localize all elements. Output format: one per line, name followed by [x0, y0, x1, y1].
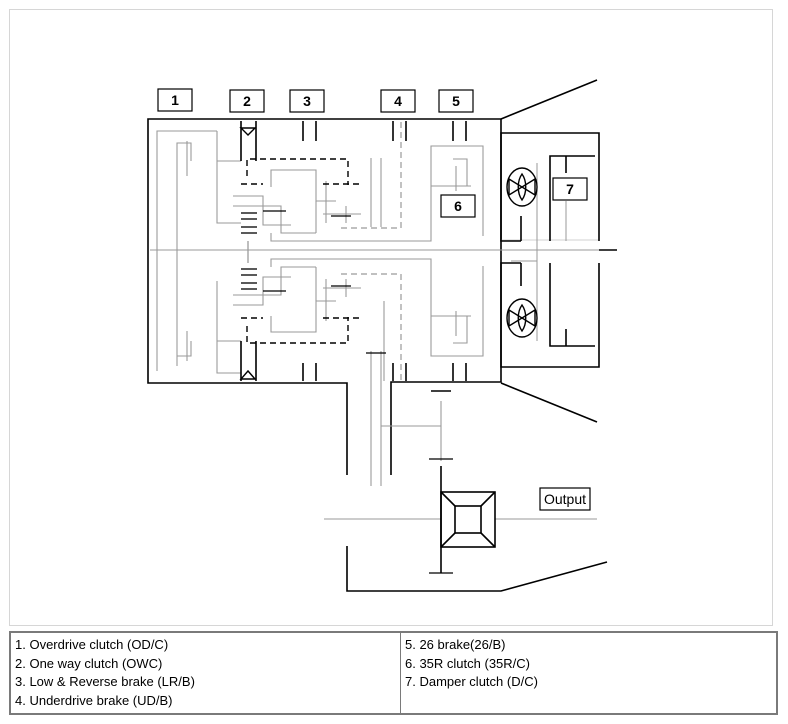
- callout-1: 1: [157, 88, 193, 112]
- legend-item-udb: 4. Underdrive brake (UD/B): [15, 692, 173, 708]
- legend-item-35rc: 6. 35R clutch (35R/C): [405, 655, 530, 671]
- transmission-schematic: 1 2 3 4 5 6 7 Output: [147, 79, 617, 592]
- dashed-gray-members: [341, 121, 402, 381]
- legend-item-odc: 1. Overdrive clutch (OD/C): [15, 637, 169, 652]
- legend-item-dc: 7. Damper clutch (D/C): [405, 674, 538, 689]
- svg-text:6: 6: [454, 198, 462, 214]
- torque-converter-upper-icon: [506, 167, 538, 207]
- callout-3: 3: [289, 89, 325, 113]
- legend-right-column: 5. 26 brake(26/B) 6. 35R clutch (35R/C) …: [400, 631, 778, 715]
- svg-text:2: 2: [243, 93, 251, 109]
- dashed-members: [241, 158, 361, 344]
- callout-4: 4: [380, 89, 416, 113]
- svg-text:1: 1: [171, 92, 179, 108]
- differential: [440, 466, 496, 573]
- legend-item-lrb: 3. Low & Reverse brake (LR/B): [15, 674, 195, 689]
- torque-converter-lower-icon: [506, 298, 538, 338]
- legend-item-owc: 2. One way clutch (OWC): [15, 655, 163, 671]
- svg-text:Output: Output: [544, 491, 586, 507]
- planetary-gear-teeth: [241, 210, 453, 574]
- transmission-housing: [147, 79, 617, 592]
- svg-text:4: 4: [394, 93, 402, 109]
- torque-converter: [500, 132, 600, 368]
- legend-table: 1. Overdrive clutch (OD/C) 2. One way cl…: [9, 631, 778, 715]
- brake-plates: [240, 121, 467, 392]
- legend-left-column: 1. Overdrive clutch (OD/C) 2. One way cl…: [9, 631, 401, 715]
- callout-7: 7: [552, 177, 588, 201]
- callout-5: 5: [438, 89, 474, 113]
- one-way-clutch-icon: [239, 127, 257, 380]
- svg-text:7: 7: [566, 181, 574, 197]
- output-callout: Output: [539, 487, 591, 511]
- legend-item-26b: 5. 26 brake(26/B): [405, 637, 506, 652]
- callout-2: 2: [229, 89, 265, 113]
- callout-6: 6: [440, 194, 476, 218]
- svg-text:5: 5: [452, 93, 460, 109]
- svg-text:3: 3: [303, 93, 311, 109]
- diagram-frame: 1 2 3 4 5 6 7 Output: [9, 9, 773, 626]
